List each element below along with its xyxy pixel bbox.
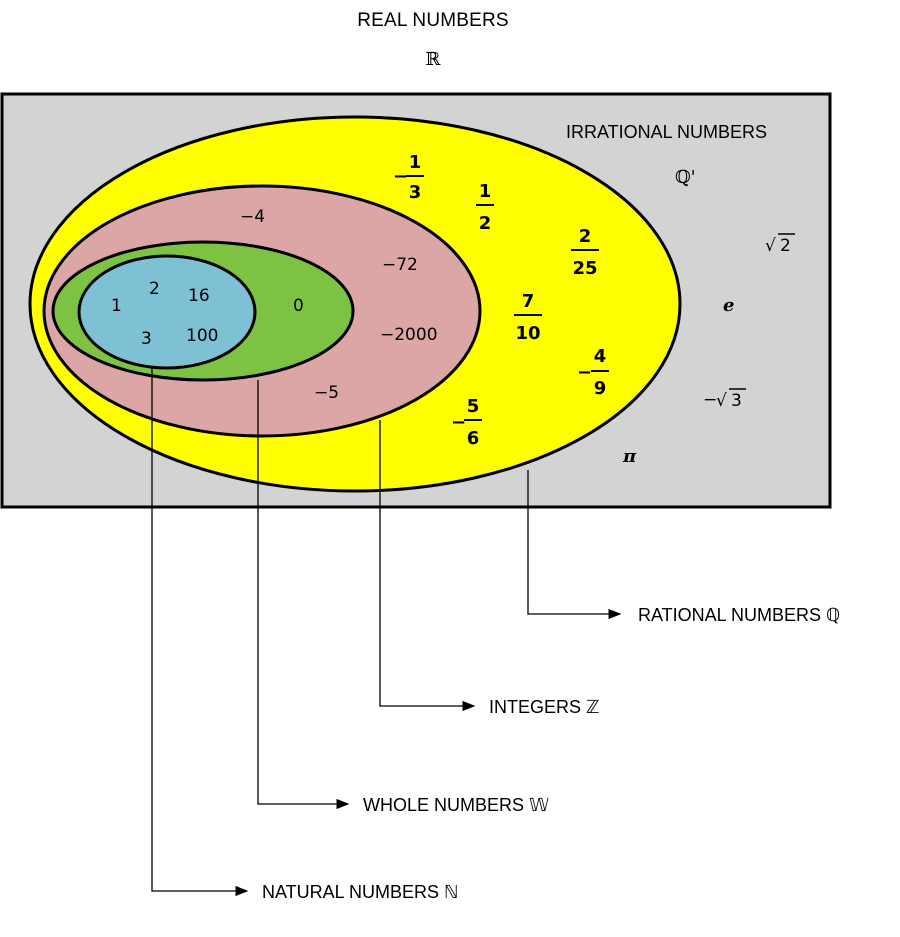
fraction-numerator: 2	[579, 226, 592, 247]
natural-numbers-label: NATURAL NUMBERS ℕ	[262, 882, 458, 902]
natural-number-2: 2	[149, 279, 160, 299]
fraction-numerator: 5	[467, 396, 480, 417]
natural-number-100: 100	[186, 326, 218, 346]
fraction-numerator: 7	[522, 291, 535, 312]
irrational-numbers-label: IRRATIONAL NUMBERS	[566, 122, 767, 142]
fraction-numerator: 1	[479, 181, 492, 202]
fraction-denominator: 3	[409, 182, 422, 203]
fraction-sign: −	[451, 412, 466, 433]
fraction-sign: −	[577, 362, 592, 383]
fraction-numerator: 1	[409, 152, 422, 173]
fraction-neg-1-3: − 1 3	[393, 152, 424, 203]
whole-numbers-label: WHOLE NUMBERS 𝕎	[363, 795, 549, 815]
integers-leader-line	[379, 420, 476, 712]
fraction-denominator: 25	[572, 258, 597, 279]
natural-number-1: 1	[111, 296, 122, 316]
fraction-denominator: 9	[594, 378, 607, 399]
rational-leader-line	[527, 470, 622, 620]
fraction-neg-4-9: − 4 9	[577, 346, 609, 399]
whole-number-0: 0	[293, 296, 304, 316]
neg-sqrt3-radical: √	[716, 391, 727, 411]
sqrt2-radical: √	[765, 236, 776, 256]
fraction-denominator: 10	[515, 323, 540, 344]
fraction-1-2: 1 2	[476, 181, 494, 234]
fraction-denominator: 2	[479, 213, 492, 234]
neg-sqrt3-value: 3	[731, 391, 742, 411]
rational-numbers-label: RATIONAL NUMBERS ℚ	[638, 605, 840, 625]
sqrt2-value: 2	[780, 236, 791, 256]
fraction-sign: −	[393, 166, 408, 187]
integers-label: INTEGERS ℤ	[489, 697, 599, 717]
whole-leader-line	[257, 380, 350, 810]
fraction-denominator: 6	[467, 428, 480, 449]
natural-number-16: 16	[188, 286, 210, 306]
fraction-numerator: 4	[594, 346, 607, 367]
irrational-numbers-symbol: ℚ'	[675, 167, 696, 188]
natural-number-3: 3	[141, 329, 152, 349]
diagram-title: REAL NUMBERS	[357, 10, 509, 31]
real-numbers-symbol: ℝ	[425, 49, 441, 70]
integer-neg-4: −4	[240, 207, 265, 227]
neg-sqrt3-sign: −	[703, 390, 717, 410]
natural-numbers-region	[77, 254, 257, 370]
natural-leader-line	[151, 366, 249, 897]
pi-constant: π	[622, 446, 637, 467]
e-constant: e	[723, 295, 734, 316]
integer-neg-2000: −2000	[380, 325, 438, 345]
fraction-2-25: 2 25	[571, 226, 599, 279]
fraction-7-10: 7 10	[514, 291, 542, 344]
integer-neg-72: −72	[382, 255, 418, 275]
integer-neg-5: −5	[314, 383, 339, 403]
fraction-neg-5-6: − 5 6	[451, 396, 482, 449]
